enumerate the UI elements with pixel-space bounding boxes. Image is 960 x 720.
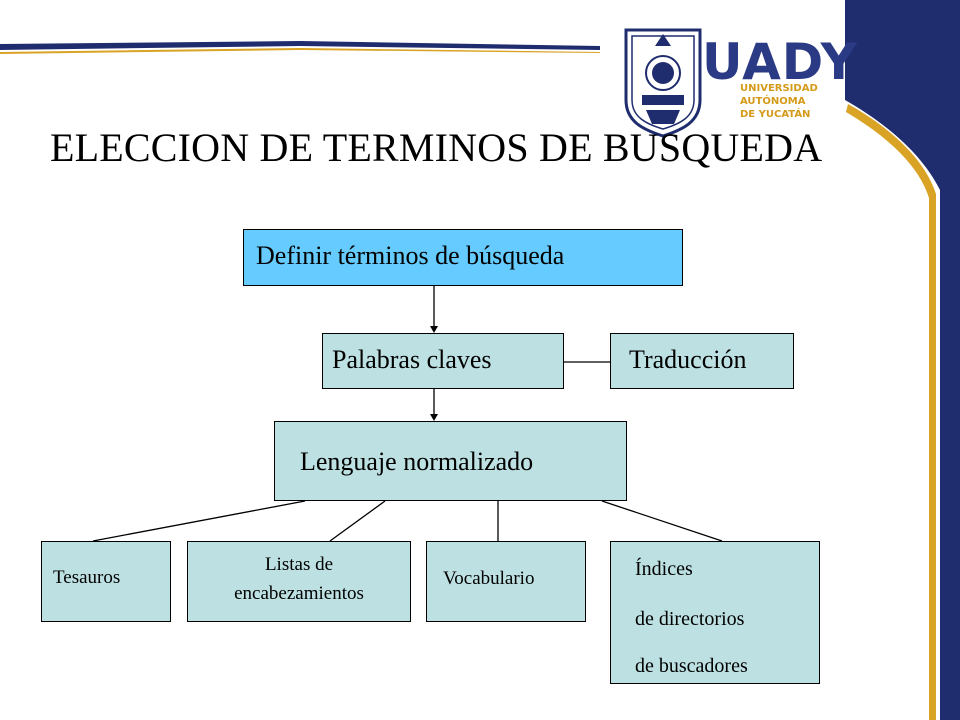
slide-title: ELECCION DE TERMINOS DE BUSQUEDA [50,125,823,170]
node-vocabulary-label: Vocabulario [443,568,535,589]
node-indexes-line-1: Índices [635,558,693,580]
node-define-terms: Definir términos de búsqueda [243,229,683,286]
node-subject-headings-line-2: encabezamientos [234,583,364,604]
node-keywords-label: Palabras claves [332,345,492,374]
top-swoosh-band [0,41,600,50]
node-normalized-language-label: Lenguaje normalizado [300,447,534,476]
university-seal-logo [624,28,702,138]
node-translation: Traducción [610,333,794,389]
connector-normalized-listas [329,500,386,542]
top-swoosh-gold [0,48,600,54]
node-subject-headings: Listas de encabezamientos [187,541,411,622]
node-vocabulary: Vocabulario [426,541,586,622]
arrowhead-keywords [430,326,438,333]
node-keywords: Palabras claves [322,333,564,389]
node-translation-label: Traducción [629,345,747,374]
node-define-terms-label: Definir términos de búsqueda [256,241,565,270]
node-indexes: Índices de directorios de buscadores [610,541,820,684]
node-normalized-language: Lenguaje normalizado [274,421,627,501]
institution-line-2: AUTÓNOMA [740,96,806,107]
right-gold-stripe [846,104,936,720]
node-tesauros-label: Tesauros [53,567,121,588]
node-indexes-line-2: de directorios [635,608,745,630]
arrowhead-normalized [430,414,438,421]
uady-wordmark: UADY [702,33,858,91]
node-tesauros: Tesauros [41,541,171,622]
connector-normalized-tesauros [92,500,306,542]
right-navy-band [845,0,960,720]
institution-line-3: DE YUCATÁN [740,109,811,120]
node-subject-headings-line-1: Listas de [264,554,334,575]
node-indexes-line-3: de buscadores [635,655,748,677]
institution-line-1: UNIVERSIDAD [740,83,818,94]
connector-normalized-indices [601,500,723,542]
